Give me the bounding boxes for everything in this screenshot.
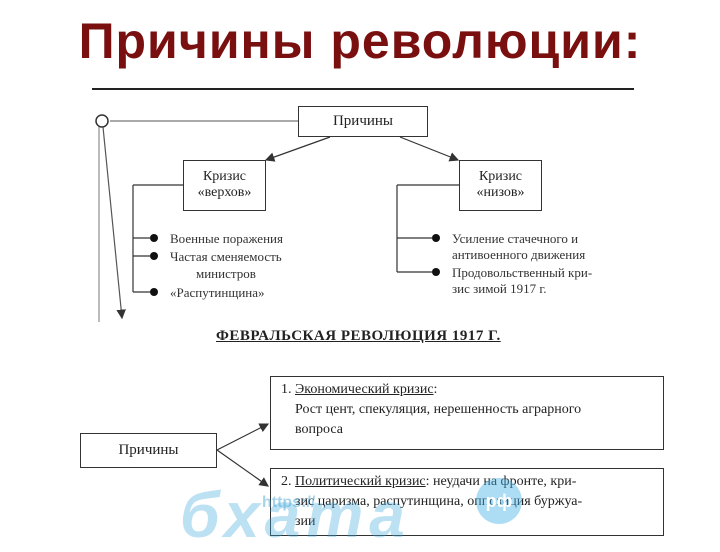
political-crisis-text-cont: зис царизма, распутинщина, оппозиция бур… bbox=[295, 494, 583, 509]
list-item: министров bbox=[196, 266, 256, 281]
section-title: ФЕВРАЛЬСКАЯ РЕВОЛЮЦИЯ 1917 Г. bbox=[216, 328, 501, 344]
crisis-lower-line1: Кризис bbox=[478, 169, 523, 184]
crisis-upper-line1: Кризис bbox=[202, 169, 247, 184]
list-item: антивоенного движения bbox=[452, 247, 586, 262]
economic-crisis-text: Рост цент, спекуляция, нерешенность агра… bbox=[295, 402, 582, 417]
crisis-lower-line2: «низов» bbox=[476, 185, 525, 200]
list-item: Частая сменяемость bbox=[170, 249, 282, 264]
economic-crisis-box: 1. Экономический кризис: Рост цент, спек… bbox=[270, 376, 664, 450]
title-rule bbox=[92, 88, 634, 90]
political-crisis-box: 2. Политический кризис: неудачи на фронт… bbox=[270, 468, 664, 536]
watermark-url: https:// bbox=[262, 494, 316, 511]
political-crisis-text-end: зии bbox=[295, 514, 316, 529]
list-item: Военные поражения bbox=[170, 231, 283, 246]
economic-crisis-text-cont: вопроса bbox=[295, 422, 343, 437]
bullet bbox=[150, 288, 158, 296]
causes-root-box: Причины bbox=[298, 106, 428, 137]
bullet bbox=[150, 252, 158, 260]
bullet bbox=[150, 234, 158, 242]
bullet bbox=[432, 234, 440, 242]
watermark-letters: бхата bbox=[180, 479, 411, 551]
list-item: Продовольственный кри- bbox=[452, 265, 593, 280]
watermark-badge: рф bbox=[476, 478, 522, 524]
top-diagram-connectors bbox=[95, 114, 460, 487]
item-number: 1. bbox=[281, 382, 292, 397]
crisis-upper-line2: «верхов» bbox=[197, 185, 252, 200]
item-number: 2. bbox=[281, 474, 292, 489]
political-crisis-text: : неудачи на фронте, кри- bbox=[425, 474, 577, 489]
bullet bbox=[432, 268, 440, 276]
economic-crisis-heading-row: 1. Экономический кризис: bbox=[281, 380, 655, 400]
crisis-lower-box: Кризис «низов» bbox=[459, 160, 542, 211]
political-crisis-heading: Политический кризис bbox=[295, 474, 426, 489]
list-item: «Распутинщина» bbox=[170, 285, 265, 300]
list-item: зис зимой 1917 г. bbox=[452, 281, 547, 296]
colon: : bbox=[433, 382, 438, 397]
causes-box: Причины bbox=[80, 433, 217, 468]
political-crisis-heading-row: 2. Политический кризис: неудачи на фронт… bbox=[281, 472, 655, 492]
watermark-badge-text: рф bbox=[485, 491, 513, 511]
economic-crisis-heading: Экономический кризис bbox=[295, 382, 434, 397]
list-item: Усиление стачечного и bbox=[452, 231, 579, 246]
page-title: Причины революции: bbox=[78, 13, 642, 69]
crisis-upper-box: Кризис «верхов» bbox=[183, 160, 266, 211]
